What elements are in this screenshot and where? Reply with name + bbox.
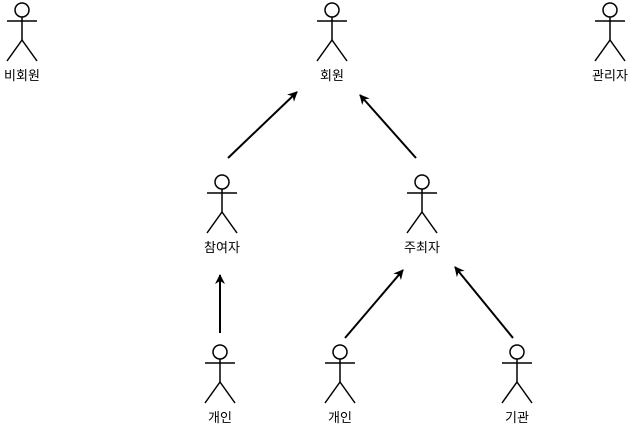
generalization-arrow-host-to-member <box>359 94 417 159</box>
actor-label: 기관 <box>505 411 529 426</box>
generalization-arrow-individual-host-to-host <box>344 269 404 339</box>
actor-label: 주최자 <box>404 241 440 256</box>
actor-non-member[interactable]: 비회원 <box>4 2 40 84</box>
actor-label: 관리자 <box>592 69 628 84</box>
actor-label: 개인 <box>328 411 352 426</box>
actor-label: 참여자 <box>204 241 240 256</box>
actor-label: 비회원 <box>4 69 40 84</box>
actor-individual-host[interactable]: 개인 <box>324 344 356 426</box>
actor-icon <box>594 2 626 62</box>
actor-icon <box>501 344 533 404</box>
actor-icon <box>316 2 348 62</box>
actor-participant[interactable]: 참여자 <box>204 174 240 256</box>
generalization-arrow-participant-to-member <box>227 91 298 159</box>
actor-icon <box>324 344 356 404</box>
actor-admin[interactable]: 관리자 <box>592 2 628 84</box>
generalization-arrow-organization-to-host <box>454 266 514 339</box>
actor-label: 회원 <box>320 69 344 84</box>
actor-label: 개인 <box>208 411 232 426</box>
actor-organization[interactable]: 기관 <box>501 344 533 426</box>
actor-icon <box>6 2 38 62</box>
actor-icon <box>204 344 236 404</box>
actor-member[interactable]: 회원 <box>316 2 348 84</box>
actor-icon <box>406 174 438 234</box>
actor-host[interactable]: 주최자 <box>404 174 440 256</box>
actor-individual-participant[interactable]: 개인 <box>204 344 236 426</box>
actor-icon <box>206 174 238 234</box>
